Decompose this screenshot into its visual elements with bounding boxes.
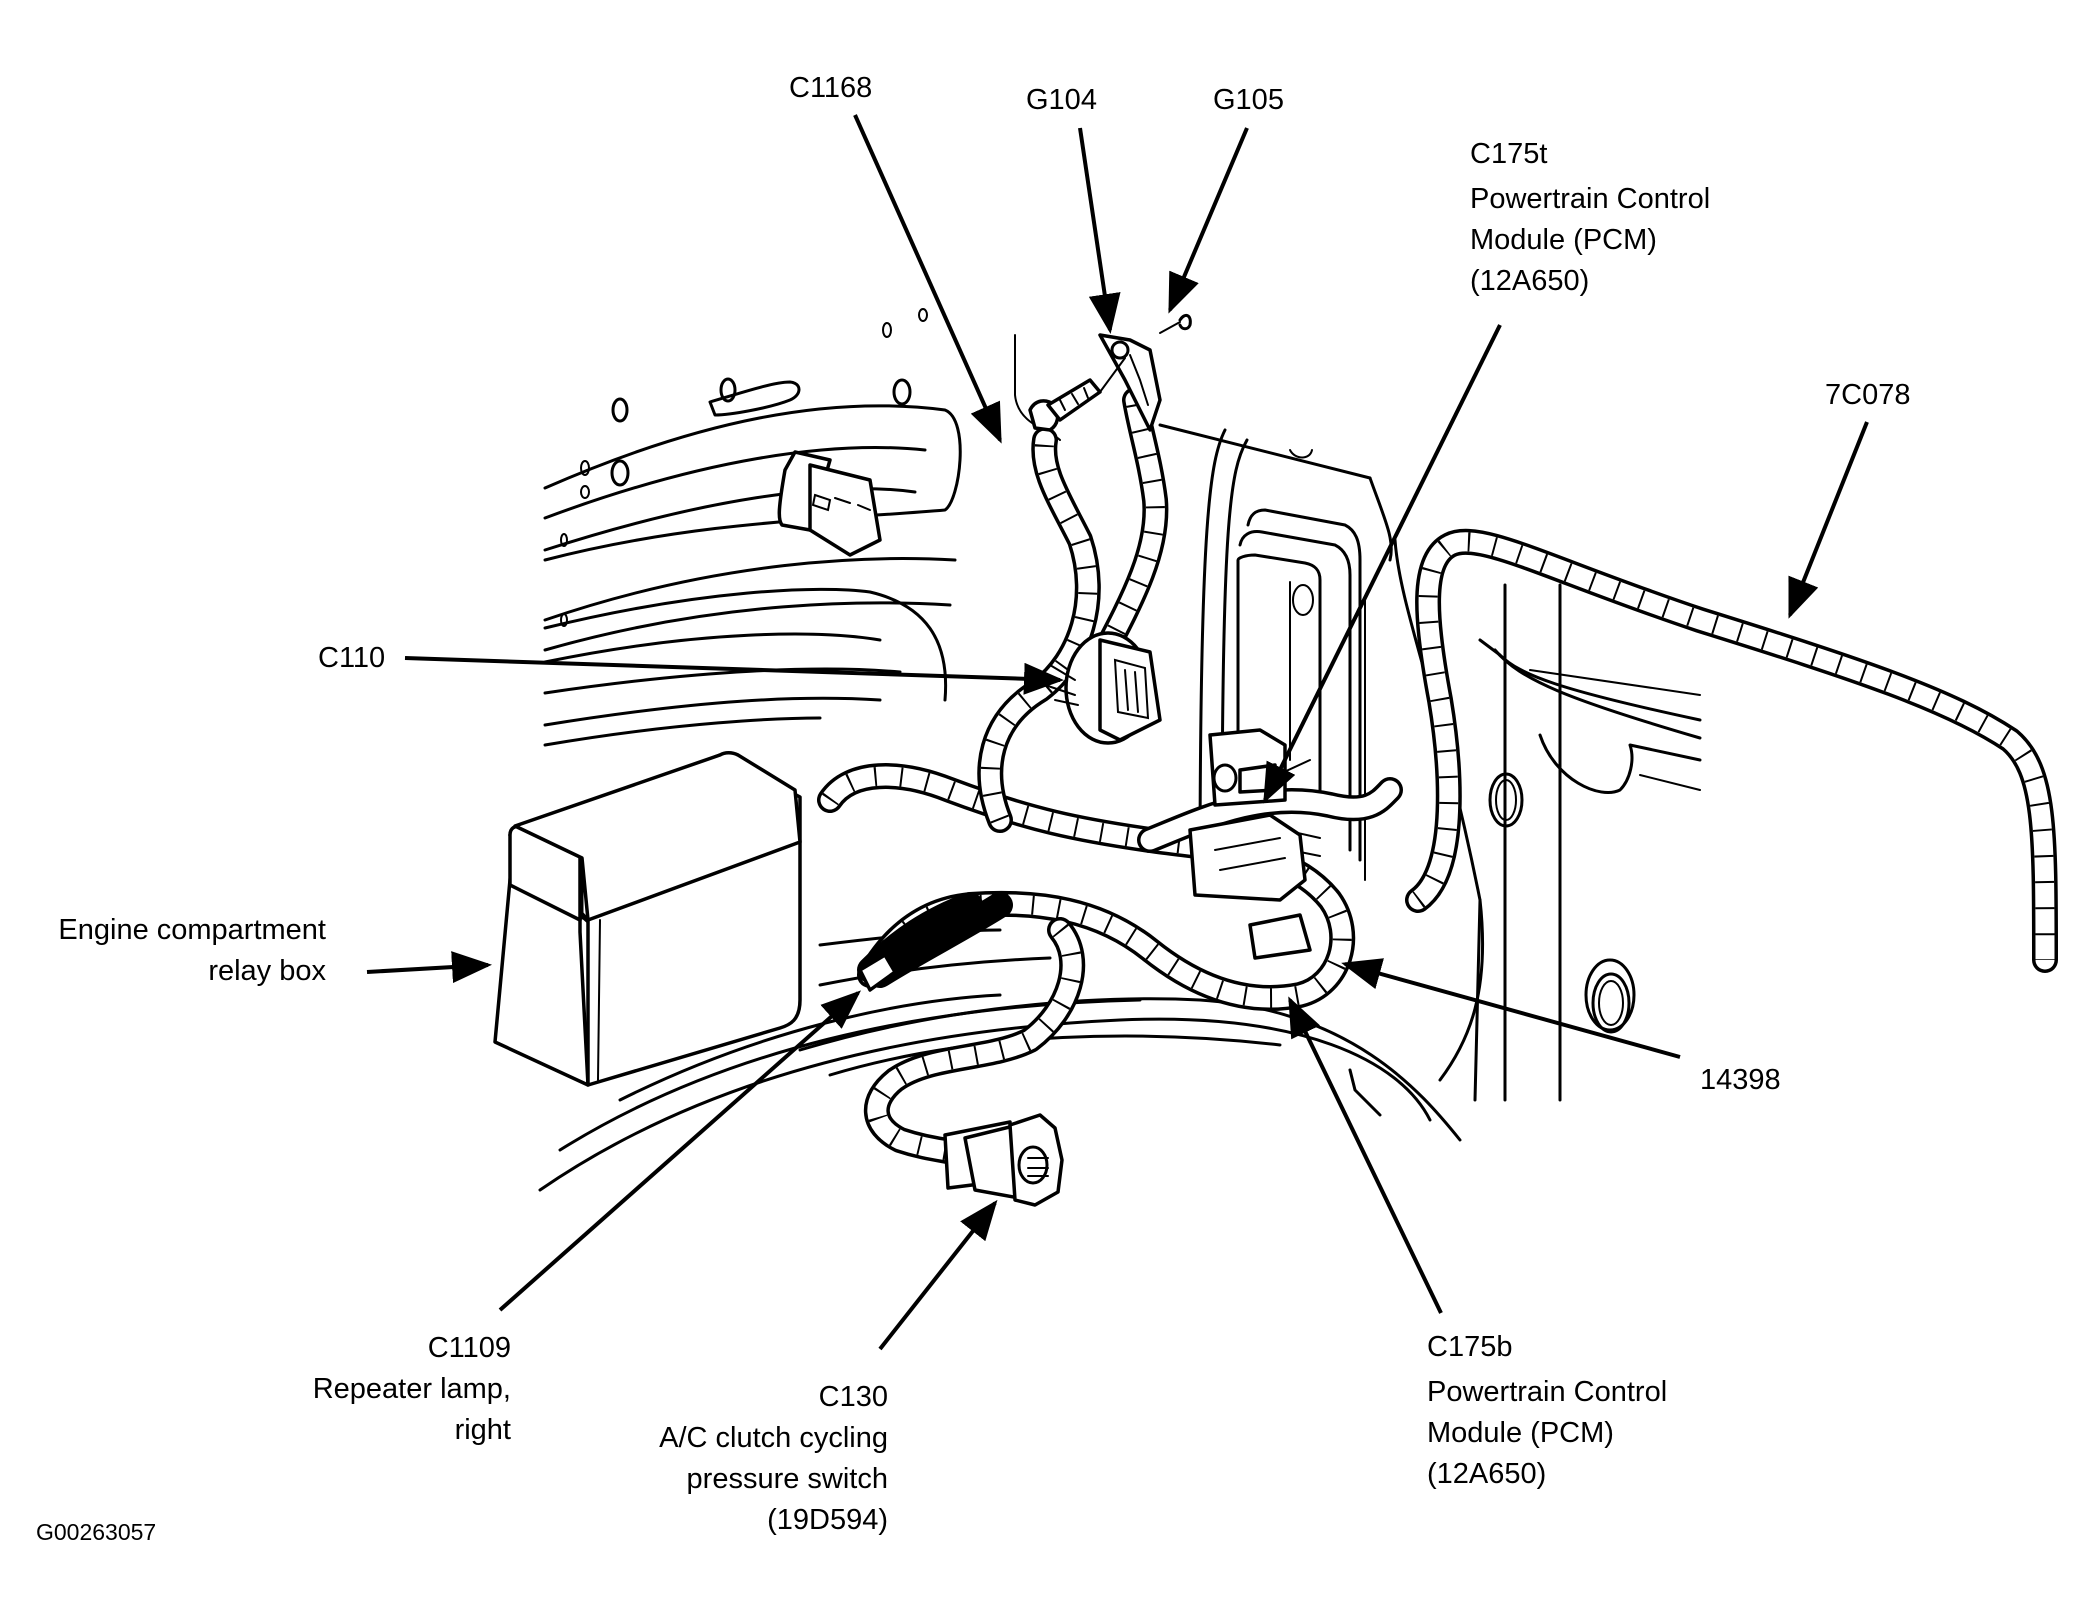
label-c1168: C1168 (789, 68, 872, 109)
callout-description-line: Engine compartment (58, 914, 326, 946)
label-14398: 14398 (1700, 1060, 1781, 1101)
callout-code: G104 (1026, 84, 1097, 116)
figure-id: G00263057 (36, 1519, 157, 1545)
fender-apron-panel (538, 308, 1462, 1192)
callout-code: C1109 (427, 1332, 511, 1364)
label-c175t: C175t Powertrain Control Module (PCM) (1… (1470, 134, 1710, 302)
label-g104: G104 (1026, 80, 1097, 121)
label-c1109: C1109 Repeater lamp, right (313, 1328, 511, 1451)
callout-code: C110 (318, 642, 386, 674)
leader-c1168 (853, 114, 1002, 444)
callout-description-line: (19D594) (767, 1504, 888, 1536)
engine-compartment-relay-box (493, 751, 802, 1087)
leader-relay-box (366, 951, 492, 984)
callout-description-line: Powertrain Control (1470, 183, 1711, 215)
callout-description-line: Module (PCM) (1470, 224, 1657, 256)
callout-description-line: A/C clutch cycling (659, 1422, 888, 1454)
label-7c078: 7C078 (1825, 375, 1910, 416)
callout-code: C175t (1470, 138, 1548, 170)
label-c130: C130 A/C clutch cycling pressure switch … (659, 1377, 888, 1541)
bulkhead-panel (1158, 423, 1702, 1102)
c130-connector (943, 1113, 1064, 1207)
c175t-connector (1208, 728, 1287, 807)
g105-stud (1159, 313, 1192, 334)
label-c175b: C175b Powertrain Control Module (PCM) (1… (1427, 1327, 1667, 1495)
callout-code: C175b (1427, 1331, 1513, 1363)
c175b-connector (1188, 813, 1312, 960)
callout-description-line: pressure switch (686, 1463, 888, 1495)
callout-description-line: (12A650) (1427, 1458, 1547, 1490)
callout-description-line: right (454, 1414, 511, 1446)
callout-description-line: relay box (208, 955, 326, 987)
leader-c175t (1263, 324, 1502, 804)
leader-c130 (878, 1199, 998, 1351)
c110-connector (1044, 631, 1162, 745)
callout-description-line: Powertrain Control (1427, 1376, 1668, 1408)
g104-bolt (1028, 357, 1126, 432)
leader-c1109 (498, 990, 861, 1312)
leader-c110 (404, 656, 1064, 695)
c1109-connector (858, 953, 897, 992)
label-g105: G105 (1213, 80, 1284, 121)
leader-7c078 (1788, 421, 1869, 619)
label-relay-box: Engine compartment relay box (58, 910, 326, 992)
c1168-connector (777, 450, 882, 557)
leader-c175b (1288, 996, 1443, 1314)
leader-g104 (1078, 127, 1121, 334)
callout-code: C1168 (789, 72, 873, 104)
callout-description-line: Repeater lamp, (312, 1373, 511, 1405)
callout-code: 14398 (1700, 1064, 1781, 1096)
callout-description-line: (12A650) (1470, 265, 1590, 297)
label-c110: C110 (318, 638, 385, 679)
callout-code: 7C078 (1825, 379, 1911, 411)
callout-description-line: Module (PCM) (1427, 1417, 1614, 1449)
callout-code: C130 (818, 1381, 888, 1413)
harness-7c078 (1405, 528, 2058, 973)
callout-code: G105 (1213, 84, 1284, 116)
leader-g105 (1168, 127, 1249, 314)
leader-14398 (1341, 958, 1681, 1059)
leader-lines (366, 114, 1869, 1351)
c130-pigtail (863, 917, 1086, 1168)
g104-ground-eyelet (1098, 333, 1162, 432)
